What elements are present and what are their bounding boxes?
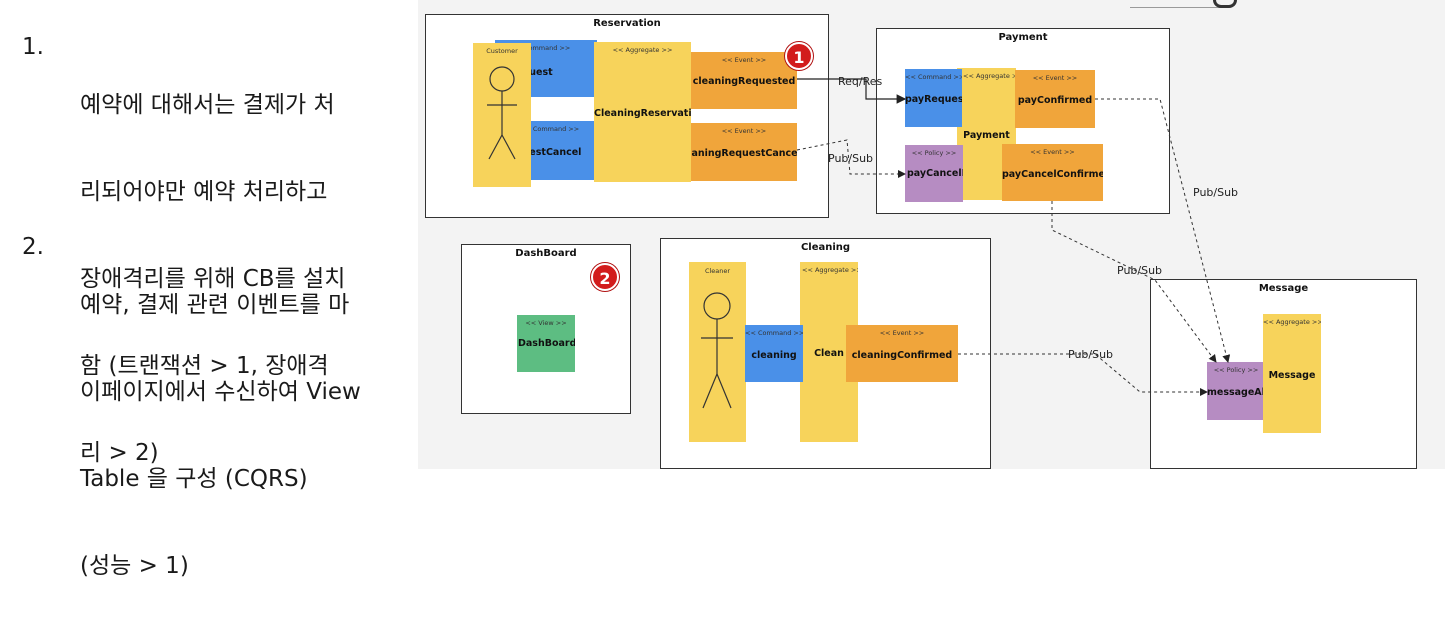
policy-pay-cancel-request-label: payCancelRequest — [907, 168, 963, 179]
policy-pay-cancel-request[interactable]: << Policy >> payCancelRequest — [905, 145, 963, 202]
policy-message-alert-type: << Policy >> — [1213, 366, 1259, 374]
aggregate-payment-type: << Aggregate >> — [963, 72, 1016, 80]
note-1-line-1: 예약에 대해서는 결제가 처 — [80, 92, 335, 118]
note-2-line-2: 이페이지에서 수신하여 View — [80, 379, 361, 405]
aggregate-clean-type: << Aggregate >> — [802, 266, 858, 274]
event-cleaning-requested-label: cleaningRequested — [692, 76, 796, 87]
command-cleaning-type: << Command >> — [745, 329, 803, 337]
label-pub-sub-2: Pub/Sub — [1193, 186, 1239, 199]
note-1-line-2: 리되어야만 예약 처리하고 — [80, 179, 328, 205]
badge-two: 2 — [591, 263, 619, 291]
requirements-notes: 1. 예약에 대해서는 결제가 처 리되어야만 예약 처리하고 장애격리를 위해… — [0, 0, 415, 579]
event-cleaning-request-canceled[interactable]: << Event >> eaningRequestCanceled — [691, 123, 797, 181]
event-cleaning-confirmed-type: << Event >> — [879, 329, 925, 337]
aggregate-clean-label: Clean — [814, 348, 844, 359]
aggregate-cleaning-reservation-type: << Aggregate >> — [612, 46, 673, 54]
aggregate-message-label: Message — [1268, 370, 1316, 381]
label-req-res: Req/Res — [838, 75, 883, 88]
label-pub-sub-3: Pub/Sub — [1117, 264, 1163, 277]
note-1-line-4: 함 (트랜잭션 > 1, 장애격 — [80, 353, 329, 379]
command-pay-request[interactable]: << Command >> payRequest — [905, 69, 962, 127]
event-cleaning-confirmed-label: cleaningConfirmed — [851, 350, 953, 361]
aggregate-payment-label: Payment — [963, 130, 1010, 141]
event-cleaning-request-canceled-type: << Event >> — [721, 127, 767, 135]
policy-pay-cancel-request-type: << Policy >> — [911, 149, 957, 157]
actor-customer[interactable]: Customer — [473, 43, 531, 187]
cleaner-stick-figure-icon — [701, 292, 733, 409]
aggregate-message-type: << Aggregate >> — [1263, 318, 1321, 326]
aggregate-cleaning-reservation-label: CleaningReservation — [594, 108, 691, 119]
note-2-number: 2. — [22, 234, 44, 260]
event-cleaning-confirmed[interactable]: << Event >> cleaningConfirmed — [846, 325, 958, 382]
label-pub-sub-1: Pub/Sub — [828, 152, 874, 165]
note-1-number: 1. — [22, 34, 44, 60]
event-cleaning-requested[interactable]: << Event >> cleaningRequested — [691, 52, 797, 109]
event-cleaning-requested-type: << Event >> — [721, 56, 767, 64]
canvas-top-divider — [1130, 7, 1226, 8]
aggregate-message[interactable]: << Aggregate >> Message — [1263, 314, 1321, 433]
dashboard-title: DashBoard — [515, 248, 577, 259]
payment-title: Payment — [998, 32, 1048, 43]
note-2-line-3: Table 을 구성 (CQRS) — [80, 466, 308, 492]
note-2-line-1: 예약, 결제 관련 이벤트를 마 — [80, 292, 350, 318]
event-pay-cancel-confirmed[interactable]: << Event >> payCancelConfirmed — [1002, 144, 1103, 201]
note-1-line-5: 리 > 2) — [80, 440, 159, 466]
note-2-line-4: (성능 > 1) — [80, 553, 189, 579]
command-request-cancel-type: Command >> — [532, 125, 580, 133]
command-request-type: << Command >> — [511, 44, 571, 52]
customer-stick-figure-icon — [487, 66, 517, 160]
view-dashboard[interactable]: << View >> DashBoardView — [517, 315, 575, 372]
event-pay-cancel-confirmed-type: << Event >> — [1030, 148, 1075, 156]
command-cleaning[interactable]: << Command >> cleaning — [745, 325, 803, 382]
event-cleaning-request-canceled-label: eaningRequestCanceled — [691, 148, 797, 159]
policy-message-alert[interactable]: << Policy >> messageAlert — [1207, 362, 1265, 420]
message-title: Message — [1258, 283, 1309, 294]
cleaning-title: Cleaning — [800, 242, 851, 253]
event-pay-confirmed[interactable]: << Event >> payConfirmed — [1015, 70, 1095, 128]
view-dashboard-label: DashBoardView — [518, 338, 575, 349]
command-pay-request-label: payRequest — [905, 94, 962, 105]
view-dashboard-type: << View >> — [525, 319, 567, 327]
label-pub-sub-4: Pub/Sub — [1068, 348, 1114, 361]
actor-cleaner[interactable]: Cleaner — [689, 262, 746, 442]
command-cleaning-label: cleaning — [751, 350, 797, 361]
event-pay-confirmed-label: payConfirmed — [1017, 95, 1093, 106]
aggregate-cleaning-reservation[interactable]: << Aggregate >> CleaningReservation — [594, 42, 691, 182]
badge-one: 1 — [785, 42, 813, 70]
event-pay-confirmed-type: << Event >> — [1032, 74, 1078, 82]
note-1-line-3: 장애격리를 위해 CB를 설치 — [80, 266, 346, 292]
command-pay-request-type: << Command >> — [905, 73, 962, 81]
command-request-cancel[interactable]: Command >> uestCancel — [527, 121, 597, 180]
actor-customer-type: Customer — [486, 47, 518, 55]
command-request-label: request — [511, 67, 553, 78]
event-pay-cancel-confirmed-label: payCancelConfirmed — [1002, 169, 1103, 180]
command-request-cancel-label: uestCancel — [527, 147, 582, 158]
actor-cleaner-type: Cleaner — [704, 267, 731, 275]
policy-message-alert-label: messageAlert — [1207, 387, 1265, 398]
reservation-title: Reservation — [593, 18, 661, 29]
canvas-top-glyph — [1213, 0, 1237, 8]
